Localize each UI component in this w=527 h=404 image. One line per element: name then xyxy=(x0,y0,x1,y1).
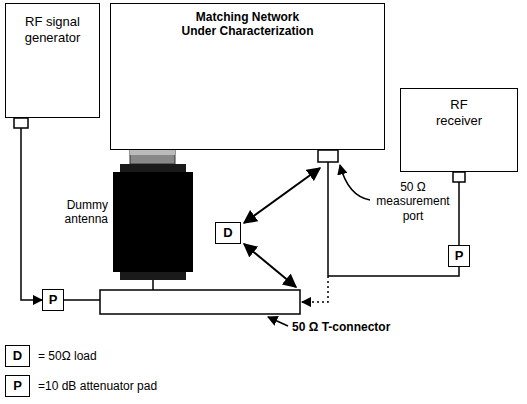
pad-wire xyxy=(64,299,100,301)
instrument-box: RF signal generator xyxy=(5,3,100,118)
dummy-antenna xyxy=(113,172,193,272)
t-connector xyxy=(100,290,300,314)
box-text: Matching Network Under Characterization xyxy=(178,10,318,39)
legend-symbol: P xyxy=(5,375,30,397)
instrument-box: RF receiver xyxy=(400,88,518,172)
attenuator-pad: P xyxy=(42,289,64,311)
port-label: 50 Ω measurement port xyxy=(372,180,454,223)
receiver-connector xyxy=(453,172,465,182)
load-arrow xyxy=(244,244,296,287)
antenna-wire xyxy=(152,280,154,290)
legend-symbol: D xyxy=(5,345,30,367)
wire xyxy=(21,118,42,300)
wire xyxy=(458,172,460,245)
load-box: D xyxy=(215,222,241,244)
dummy-antenna-cap xyxy=(120,164,186,172)
network-box: Matching Network Under Characterization xyxy=(110,3,385,150)
dummy-antenna-base xyxy=(120,272,186,280)
leader-arrow xyxy=(268,317,288,326)
box-text: D xyxy=(13,348,22,364)
box-text: RF signal generator xyxy=(25,14,81,45)
antenna-connector xyxy=(130,150,175,164)
generator-connector xyxy=(14,118,28,128)
load-arrow xyxy=(244,168,320,223)
measurement-port xyxy=(318,150,338,162)
box-text: P xyxy=(49,292,58,308)
box-text: RF receiver xyxy=(436,97,482,128)
box-text: P xyxy=(455,248,464,264)
part-label: Dummy antenna xyxy=(40,198,108,227)
port-wire xyxy=(327,162,329,276)
receiver-wire xyxy=(328,267,459,276)
legend-text: = 50Ω load xyxy=(38,349,97,363)
legend-text: =10 dB attenuator pad xyxy=(38,379,157,393)
attenuator-pad: P xyxy=(448,245,470,267)
box-text: D xyxy=(223,225,232,241)
box-text: P xyxy=(13,378,22,394)
part-label: 50 Ω T-connector xyxy=(292,320,390,334)
leader-arrow xyxy=(340,165,370,200)
antenna-connector-highlight xyxy=(130,150,175,155)
alternate-wire xyxy=(302,276,328,302)
